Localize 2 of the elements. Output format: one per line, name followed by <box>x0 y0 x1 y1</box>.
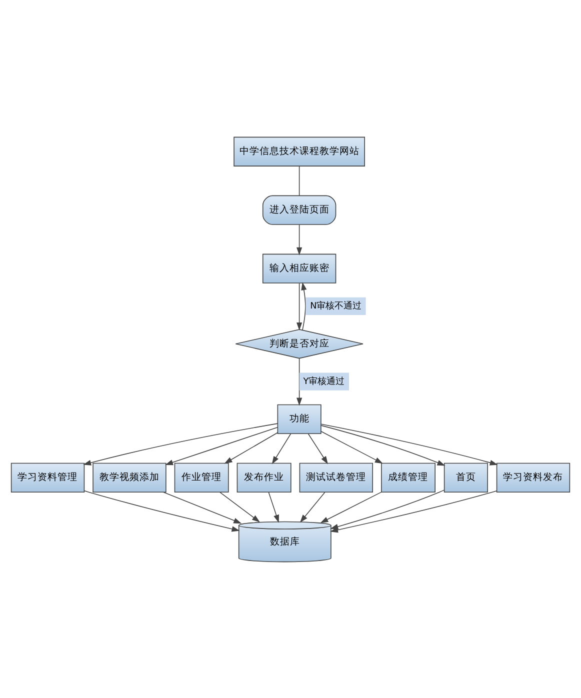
edge-label: N审核不通过 <box>310 300 362 311</box>
edge-label: Y审核通过 <box>303 376 345 386</box>
